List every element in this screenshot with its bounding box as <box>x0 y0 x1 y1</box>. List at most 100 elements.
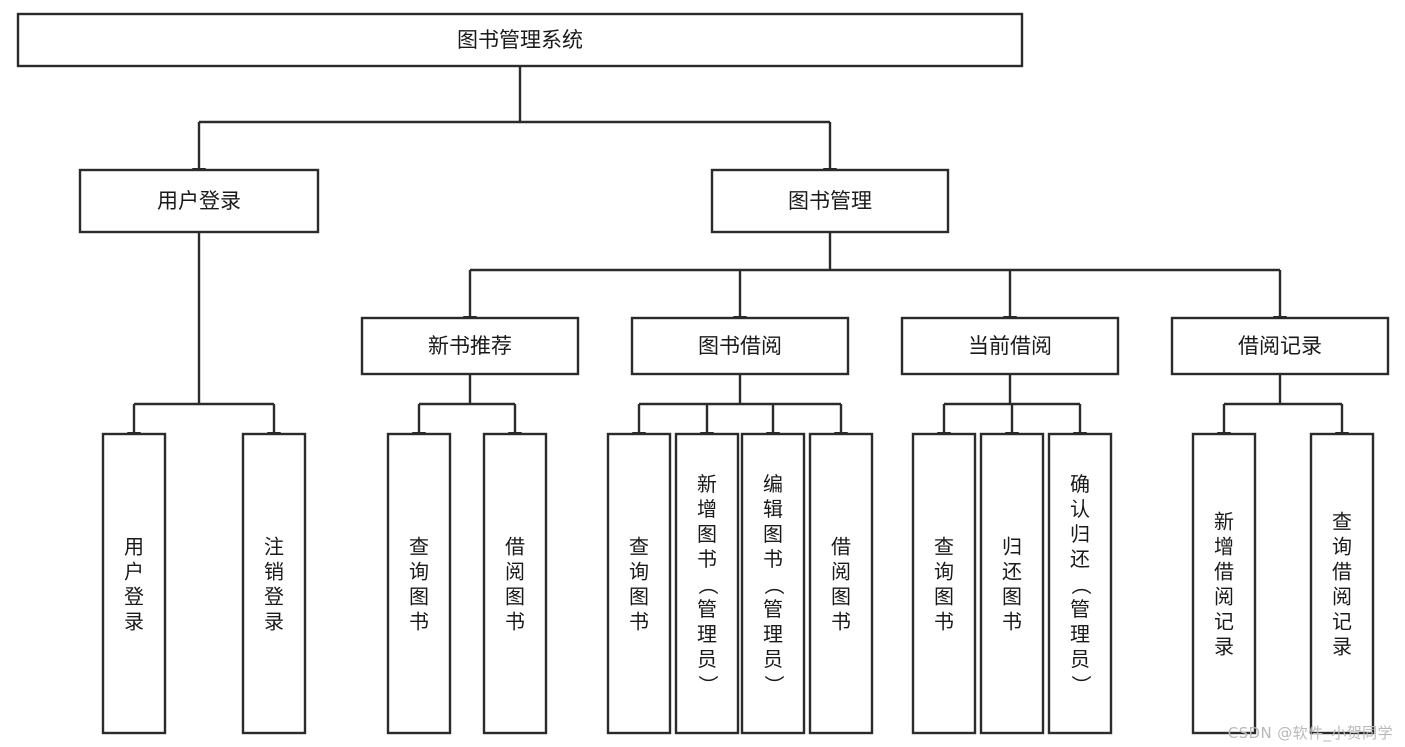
node-label-char: 书 <box>1002 610 1022 634</box>
node-user-login[interactable]: 用户登录 <box>78 168 320 234</box>
node-label-char: ） <box>762 675 786 695</box>
node-label-char: 用 <box>124 535 144 559</box>
node-label: 借阅记录 <box>1238 334 1322 358</box>
node-label-char: 图 <box>409 585 429 609</box>
node-label-char: （ <box>696 575 720 595</box>
node-book-manage[interactable]: 图书管理 <box>710 168 950 234</box>
node-label-char: 阅 <box>1214 585 1234 609</box>
node-label-char: 书 <box>934 610 954 634</box>
node-label-char: 员 <box>763 647 783 671</box>
node-label-char: 理 <box>697 622 717 646</box>
node-label-char: 员 <box>697 647 717 671</box>
node-label-char: 录 <box>1332 635 1352 659</box>
node-current-borrow[interactable]: 当前借阅 <box>900 316 1120 376</box>
node-label-char: 编 <box>763 472 783 496</box>
node-label-char: 图 <box>629 585 649 609</box>
node-label-char: 书 <box>763 547 783 571</box>
node-label-char: 书 <box>831 610 851 634</box>
node-label-char: 书 <box>629 610 649 634</box>
node-label-char: 理 <box>1070 622 1090 646</box>
node-book-borrow[interactable]: 图书借阅 <box>630 316 850 376</box>
node-borrow-record[interactable]: 借阅记录 <box>1170 316 1390 376</box>
node-label-char: 归 <box>1002 535 1022 559</box>
node-label-char: 录 <box>1214 635 1234 659</box>
node-label-char: 销 <box>264 560 284 584</box>
node-label-char: 阅 <box>505 560 525 584</box>
node-label-char: 询 <box>934 560 954 584</box>
node-label-char: 管 <box>763 597 783 621</box>
node-label-char: 图 <box>1002 585 1022 609</box>
node-root[interactable]: 图书管理系统 <box>16 12 1024 68</box>
node-label-char: 图 <box>831 585 851 609</box>
node-label: 图书管理 <box>788 189 872 213</box>
node-label-char: （ <box>1069 575 1093 595</box>
node-label-char: 书 <box>697 547 717 571</box>
node-label-char: （ <box>762 575 786 595</box>
node-label-char: 图 <box>763 522 783 546</box>
node-label-char: 记 <box>1332 610 1352 634</box>
node-group: 图书管理系统用户登录图书管理新书推荐图书借阅当前借阅借阅记录用户登录注销登录查询… <box>16 12 1390 735</box>
node-label-char: 询 <box>1332 535 1352 559</box>
node-label-char: 员 <box>1070 647 1090 671</box>
node-label-char: 管 <box>1070 597 1090 621</box>
node-label-char: 阅 <box>831 560 851 584</box>
node-label-char: 书 <box>409 610 429 634</box>
node-label-char: 还 <box>1002 560 1022 584</box>
node-label-char: 归 <box>1070 522 1090 546</box>
node-label-char: 图 <box>697 522 717 546</box>
node-label-char: 新 <box>697 472 717 496</box>
node-label-char: 管 <box>697 597 717 621</box>
node-label-char: 辑 <box>763 497 783 521</box>
node-label-char: 录 <box>124 610 144 634</box>
node-label-char: 图 <box>934 585 954 609</box>
node-label-char: 登 <box>264 585 284 609</box>
node-label-char: 查 <box>1332 510 1352 534</box>
node-label: 新书推荐 <box>428 334 512 358</box>
node-label-char: 借 <box>831 535 851 559</box>
node-label-char: 录 <box>264 610 284 634</box>
node-label-char: 注 <box>264 535 284 559</box>
node-label-char: 记 <box>1214 610 1234 634</box>
node-label: 图书借阅 <box>698 334 782 358</box>
node-label-char: 借 <box>1214 560 1234 584</box>
node-label-char: 阅 <box>1332 585 1352 609</box>
node-label-char: ） <box>1069 675 1093 695</box>
node-label-char: 查 <box>629 535 649 559</box>
node-label-char: 认 <box>1070 497 1090 521</box>
node-label-char: 查 <box>409 535 429 559</box>
node-label-char: ） <box>696 675 720 695</box>
node-label-char: 查 <box>934 535 954 559</box>
node-new-book-rec[interactable]: 新书推荐 <box>360 316 580 376</box>
node-leaf-user-login[interactable]: 用户登录 <box>101 432 167 735</box>
node-label-char: 增 <box>697 497 717 521</box>
node-label: 当前借阅 <box>968 334 1052 358</box>
node-label-char: 借 <box>1332 560 1352 584</box>
node-label-char: 书 <box>505 610 525 634</box>
connector-lines <box>127 66 1349 444</box>
node-label-char: 新 <box>1214 510 1234 534</box>
node-label-char: 询 <box>409 560 429 584</box>
node-label: 用户登录 <box>157 189 241 213</box>
node-label-char: 增 <box>1214 535 1234 559</box>
node-label-char: 户 <box>124 560 144 584</box>
node-label: 图书管理系统 <box>457 28 583 52</box>
node-label-char: 确 <box>1070 472 1090 496</box>
node-label-char: 询 <box>629 560 649 584</box>
node-label-char: 登 <box>124 585 144 609</box>
node-label-char: 借 <box>505 535 525 559</box>
node-label-char: 理 <box>763 622 783 646</box>
